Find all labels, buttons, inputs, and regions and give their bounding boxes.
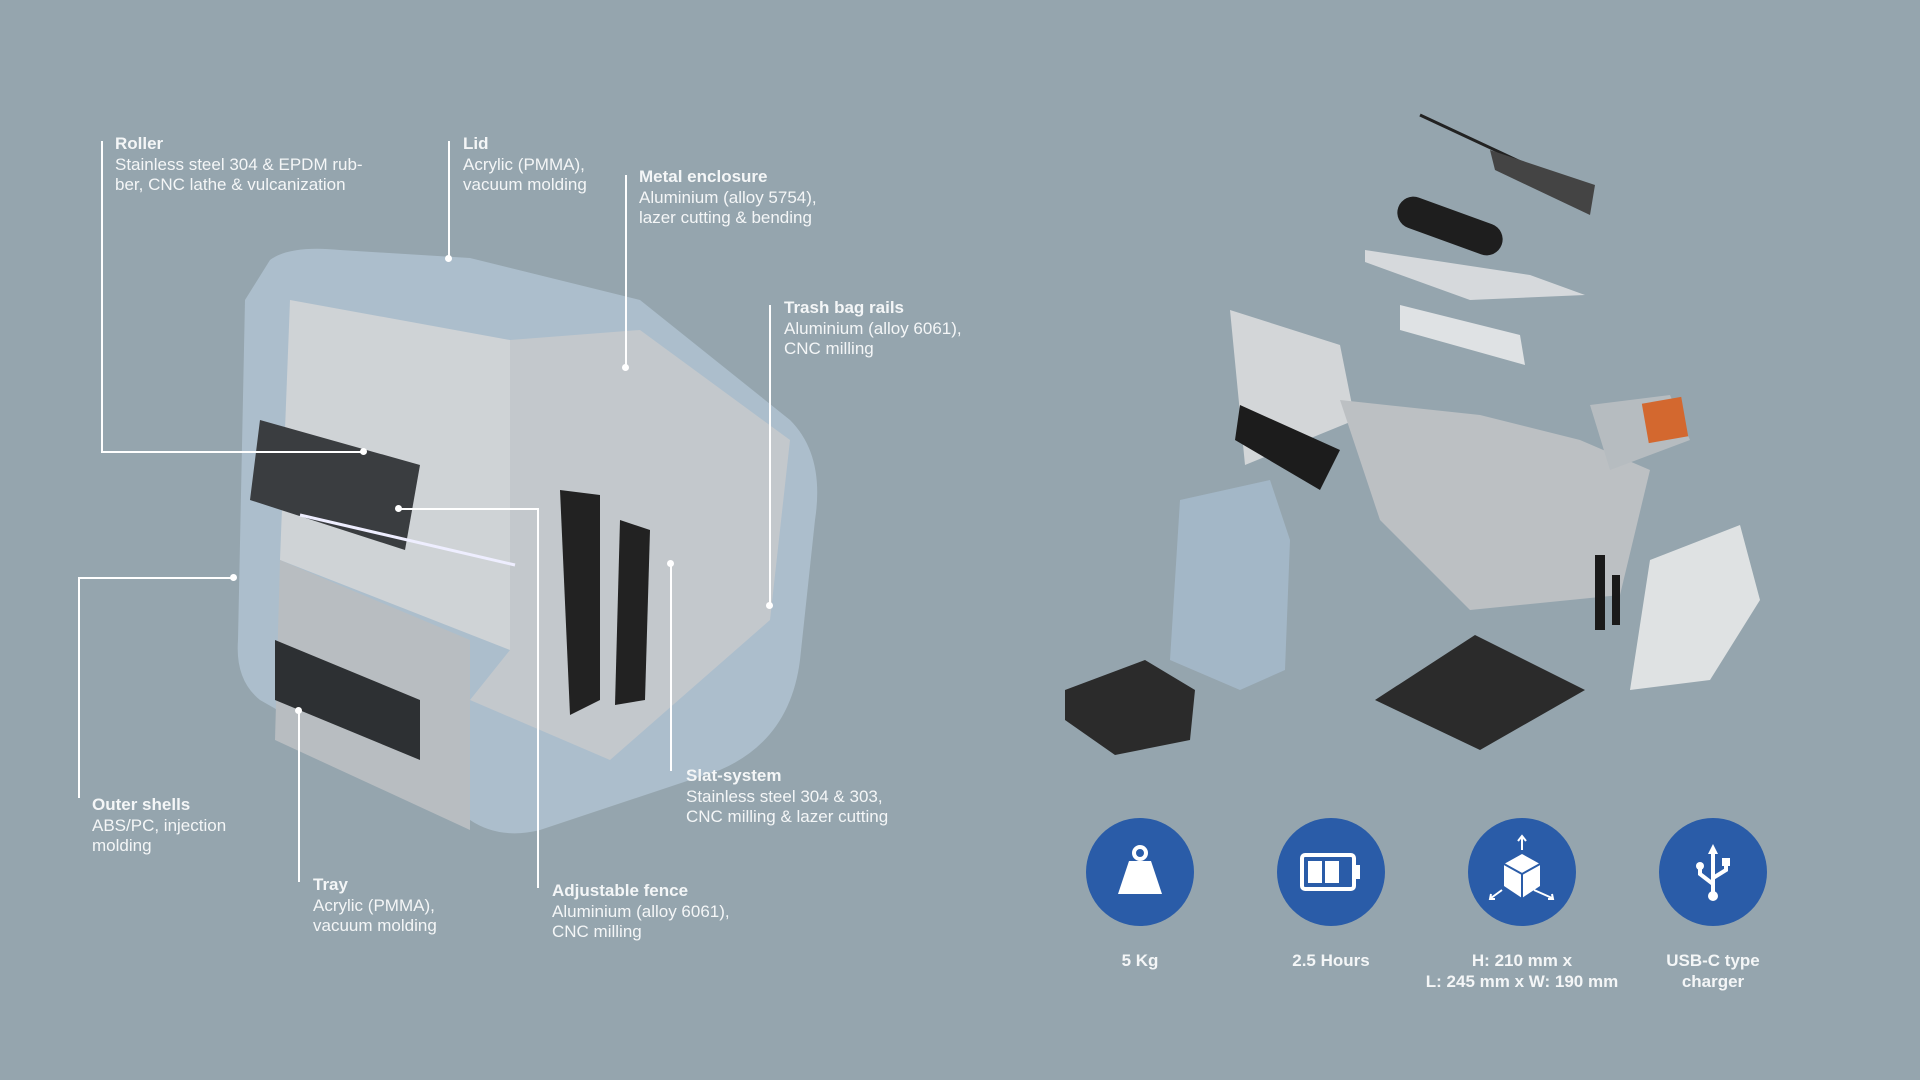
usb-icon <box>1659 818 1767 926</box>
callout-tray: Tray Acrylic (PMMA), vacuum molding <box>313 875 437 937</box>
roller-leader-dot <box>360 448 367 455</box>
callout-lid: Lid Acrylic (PMMA), vacuum molding <box>463 134 587 196</box>
slat-system-leader-line <box>670 563 672 771</box>
adjustable-fence-leader-line <box>398 508 539 510</box>
callout-description: Stainless steel 304 & EPDM rub- ber, CNC… <box>115 154 363 195</box>
callout-title: Slat-system <box>686 766 782 785</box>
callout-description: Acrylic (PMMA), vacuum molding <box>313 895 437 936</box>
spec-label: 2.5 Hours <box>1292 951 1370 970</box>
spec-dimensions: H: 210 mm x L: 245 mm x W: 190 mm <box>1402 818 1642 992</box>
callout-title: Metal enclosure <box>639 167 768 186</box>
adjustable-fence-leader-line <box>537 509 539 888</box>
callout-description: Aluminium (alloy 5754), lazer cutting & … <box>639 187 817 228</box>
callout-description: Aluminium (alloy 6061), CNC milling <box>552 901 730 942</box>
lid-leader-line <box>448 141 450 258</box>
lid-leader-dot <box>445 255 452 262</box>
battery-icon <box>1277 818 1385 926</box>
callout-slat-system: Slat-system Stainless steel 304 & 303, C… <box>686 766 888 828</box>
callout-description: ABS/PC, injection molding <box>92 815 227 856</box>
callout-title: Lid <box>463 134 489 153</box>
metal-enclosure-leader-dot <box>622 364 629 371</box>
roller-leader-line <box>101 451 364 453</box>
trash-bag-rails-leader-line <box>769 305 771 605</box>
callout-trash-bag-rails: Trash bag rails Aluminium (alloy 6061), … <box>784 298 962 360</box>
callout-description: Stainless steel 304 & 303, CNC milling &… <box>686 786 889 827</box>
assembled-machine-render <box>237 248 818 834</box>
outer-shells-leader-dot <box>230 574 237 581</box>
callout-outer-shells: Outer shells ABS/PC, injection molding <box>92 795 226 857</box>
callout-title: Trash bag rails <box>784 298 904 317</box>
spec-label: H: 210 mm x L: 245 mm x W: 190 mm <box>1425 951 1619 991</box>
callout-description: Acrylic (PMMA), vacuum molding <box>463 154 587 195</box>
spec-label: USB-C type charger <box>1666 951 1760 991</box>
callout-description: Aluminium (alloy 6061), CNC milling <box>784 318 962 359</box>
spec-weight: 5 Kg <box>1020 818 1260 971</box>
dimensions-cube-icon <box>1468 818 1576 926</box>
callout-title: Outer shells <box>92 795 191 814</box>
slat-system-leader-dot <box>667 560 674 567</box>
exploded-view-render <box>1065 113 1760 755</box>
roller-leader-line <box>101 141 103 452</box>
callout-title: Roller <box>115 134 164 153</box>
outer-shells-leader-line <box>78 577 233 579</box>
callout-roller: Roller Stainless steel 304 & EPDM rub- b… <box>115 134 363 196</box>
outer-shells-leader-line <box>78 578 80 798</box>
callout-metal-enclosure: Metal enclosure Aluminium (alloy 5754), … <box>639 167 817 229</box>
spec-battery: 2.5 Hours <box>1211 818 1451 971</box>
spec-charger: USB-C type charger <box>1593 818 1833 992</box>
adjustable-fence-leader-dot <box>395 505 402 512</box>
metal-enclosure-leader-line <box>625 175 627 367</box>
callout-title: Adjustable fence <box>552 881 689 900</box>
tray-leader-line <box>298 710 300 882</box>
trash-bag-rails-leader-dot <box>766 602 773 609</box>
tray-leader-dot <box>295 707 302 714</box>
callout-title: Tray <box>313 875 348 894</box>
spec-label: 5 Kg <box>1121 951 1159 970</box>
weight-icon <box>1086 818 1194 926</box>
callout-adjustable-fence: Adjustable fence Aluminium (alloy 6061),… <box>552 881 730 943</box>
